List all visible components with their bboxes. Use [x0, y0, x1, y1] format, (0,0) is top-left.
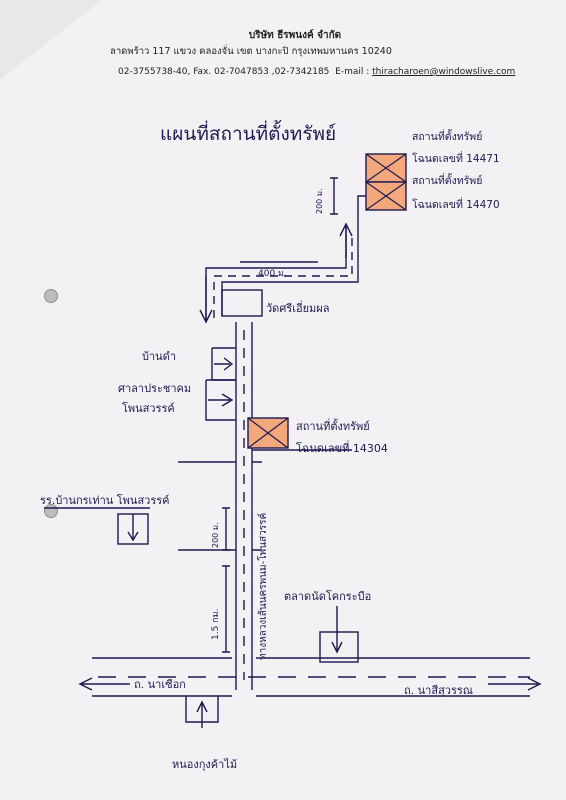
- label-deed-top-2: โฉนดเลขที่ 14470: [412, 197, 500, 211]
- property-marker-top-2: [365, 181, 407, 211]
- label-hall-sub: โพนสวรรค์: [122, 401, 175, 415]
- email-label: E-mail :: [335, 67, 370, 77]
- map-title: แผนที่สถานที่ตั้งทรัพย์: [160, 120, 336, 145]
- hall-arrow: [208, 393, 234, 407]
- label-canal: หนองกุงค้าไม้: [172, 758, 237, 771]
- label-hall: ศาลาประชาคม: [118, 382, 191, 395]
- distance-200-top-marker: [330, 177, 338, 215]
- label-road-vertical: ทางหลวงเส้นนครพนม-โพนสวรรค์: [256, 513, 269, 660]
- punch-hole-1: [44, 289, 58, 303]
- hall-box: [205, 379, 236, 421]
- distance-200-mid-marker: [222, 507, 230, 551]
- label-distance-200-mid: 200 ม.: [211, 522, 220, 548]
- distance-15km-marker: [222, 565, 230, 653]
- cross-road-east: [252, 461, 262, 551]
- arrow-up-right: [339, 222, 353, 258]
- top-stub: [357, 195, 366, 226]
- arrow-west: [78, 677, 130, 691]
- label-road-right: ถ. นาสีสุวรรณ: [404, 684, 473, 697]
- label-deed-top-1: โฉนดเลขที่ 14471: [412, 151, 500, 165]
- company-name: บริษัท ธีรพนงค์ จำกัด: [248, 30, 342, 41]
- company-contact: 02-3755738-40, Fax. 02-7047853 ,02-73421…: [118, 67, 566, 77]
- label-market: ตลาดนัดโคกระบือ: [284, 589, 371, 603]
- label-road-left: ถ. นาเซือก: [134, 678, 186, 691]
- property-marker-top-1: [365, 153, 407, 183]
- market-arrow: [331, 606, 343, 654]
- school-arrow: [127, 514, 139, 542]
- arrow-east: [488, 677, 542, 691]
- temple-box: [221, 289, 263, 317]
- phone-fax: 02-3755738-40, Fax. 02-7047853 ,02-73421…: [118, 67, 330, 77]
- label-property-mid: สถานที่ตั้งทรัพย์: [296, 418, 370, 433]
- connector-road-centerline: [213, 232, 353, 318]
- label-temple: วัดศรีเอี่ยมผล: [266, 300, 329, 315]
- market-box: [319, 631, 359, 663]
- label-property-top-1: สถานที่ตั้งทรัพย์: [412, 129, 482, 143]
- label-deed-mid: โฉนดเลขที่ 14304: [296, 440, 388, 455]
- label-school: รร.บ้านกรเท่าน โพนสวรรค์: [40, 493, 170, 507]
- arrow-down-left: [199, 276, 213, 324]
- label-property-top-2: สถานที่ตั้งทรัพย์: [412, 173, 482, 187]
- label-house-left: บ้านดำ: [142, 350, 176, 363]
- company-address: ลาดพร้าว 117 แขวง คลองจั่น เขต บางกะปิ ก…: [110, 46, 392, 57]
- canal-arrow: [196, 700, 208, 728]
- label-distance-400: 400 ม.: [258, 269, 287, 279]
- property-marker-mid: [247, 417, 289, 449]
- email-address: thiracharoen@windowslive.com: [372, 67, 516, 77]
- label-distance-200-top: 200 ม.: [315, 188, 324, 214]
- house-left-arrow: [214, 357, 234, 371]
- label-distance-15km: 1.5 กม.: [211, 609, 221, 640]
